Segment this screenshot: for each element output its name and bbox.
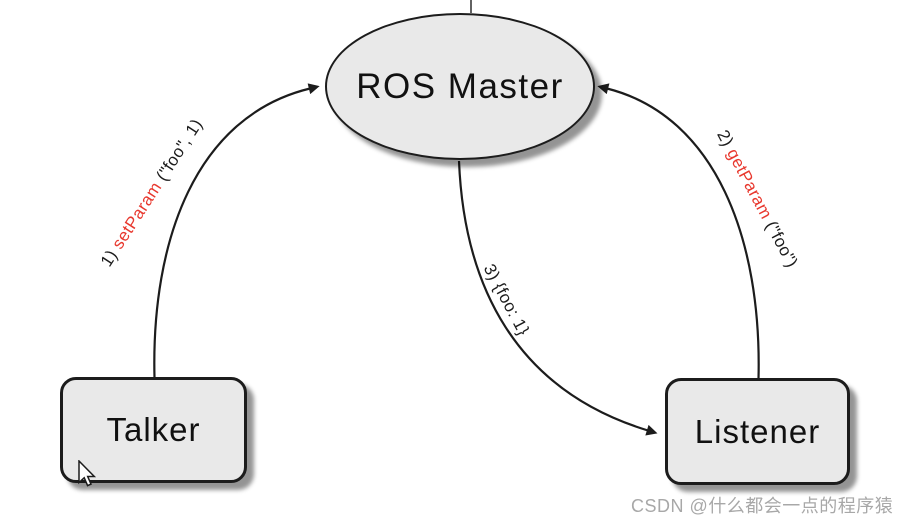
edge-getparam-curve bbox=[597, 83, 760, 380]
node-ros-master-label: ROS Master bbox=[356, 66, 564, 106]
mouse-cursor-icon bbox=[78, 460, 97, 487]
edge-setparam-curve bbox=[153, 83, 320, 379]
node-listener-label: Listener bbox=[694, 412, 821, 450]
node-talker: Talker bbox=[60, 377, 247, 483]
node-talker-label: Talker bbox=[106, 411, 201, 448]
node-listener: Listener bbox=[665, 378, 850, 485]
node-ros-master: ROS Master bbox=[325, 13, 595, 160]
watermark: CSDN @什么都会一点的程序猿 bbox=[631, 496, 894, 516]
edge-returnvalue-curve bbox=[457, 160, 658, 436]
